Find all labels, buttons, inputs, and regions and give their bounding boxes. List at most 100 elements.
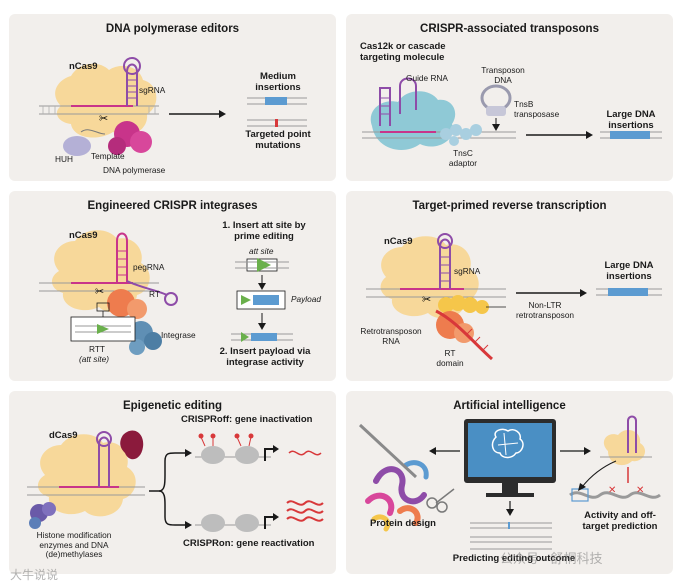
- sgrna-label: sgRNA: [139, 85, 166, 95]
- nonltr-label: Non-LTR retrotransposon: [515, 300, 575, 320]
- large-insertion-dna: [600, 131, 662, 139]
- target-dna: [569, 491, 661, 499]
- dcas9-label: dCas9: [49, 430, 78, 441]
- off-target-x-icon: ✕: [636, 485, 644, 496]
- integrated-payload-dna: [241, 332, 249, 342]
- activity-label: Activity and off-target prediction: [582, 510, 658, 532]
- large-insertions-label: Large DNA insertions: [606, 109, 656, 131]
- scissors-icon: ✂: [95, 285, 104, 298]
- retrotransposon-rna: [435, 309, 494, 361]
- protein-design-label: Protein design: [370, 518, 436, 529]
- panel-title: Engineered CRISPR integrases: [87, 200, 258, 212]
- ncas9-label: nCas9: [384, 236, 413, 247]
- panel-epigenetic-editing: Epigenetic editing: [9, 391, 336, 574]
- editing-outcome-dna: [470, 522, 552, 550]
- panel-title: DNA polymerase editors: [105, 23, 240, 35]
- ai-illustration: ✕ ✕: [358, 415, 661, 550]
- medium-insertion-dna: [247, 97, 307, 105]
- predicting-label: Predicting editing outcome: [452, 553, 576, 564]
- arrow-icon: [258, 283, 266, 290]
- panel-title: Artificial intelligence: [453, 400, 566, 412]
- template-label: Template: [91, 151, 125, 161]
- transposon-illustration: [362, 77, 662, 150]
- panel-crispr-associated-transposons: CRISPR-associated transposons Cas12k or …: [346, 14, 673, 181]
- sgrna-label: sgRNA: [454, 266, 481, 276]
- effector-enzyme: [120, 430, 144, 460]
- histone-modification-enzymes: [29, 502, 56, 529]
- arrow-icon: [429, 447, 436, 455]
- point-mutation-dna: [247, 119, 307, 127]
- att-site-paren-label: (att site): [79, 354, 109, 364]
- low-transcription-rna: [288, 450, 322, 456]
- histone-label: Histone modification enzymes and DNA (de…: [36, 530, 112, 560]
- crispron-nucleosomes: [195, 513, 279, 532]
- pegrna: [116, 232, 128, 283]
- integrase-label: Integrase: [161, 330, 196, 340]
- ncas9-protein: [55, 63, 157, 138]
- ncas9-label: nCas9: [69, 230, 98, 241]
- tnsb-label: TnsB transposase: [514, 99, 560, 119]
- crispron-label: CRISPRon: gene reactivation: [183, 538, 315, 549]
- targeted-point-mutations-label: Targeted point mutations: [245, 129, 311, 151]
- arrow-icon: [506, 509, 514, 516]
- pegrna-label: pegRNA: [133, 262, 165, 272]
- watermark-right: 公众号 · 舒桐科技: [500, 551, 603, 566]
- integrase-illustration: ✂: [39, 230, 293, 355]
- rt-domain-label: RT domain: [436, 348, 464, 368]
- huh-protein: [63, 136, 91, 156]
- tprt-illustration: ✂: [366, 233, 662, 361]
- panel-title: Target-primed reverse transcription: [412, 200, 607, 212]
- off-target-x-icon: ✕: [608, 485, 616, 496]
- non-ltr-retrotransposon: [438, 295, 489, 314]
- arrow-icon: [185, 449, 192, 457]
- att-site-label: att site: [249, 246, 274, 256]
- guide-rna-label: Guide RNA: [406, 73, 448, 83]
- pipette-icon: [358, 423, 418, 479]
- payload-label: Payload: [291, 294, 321, 304]
- arrow-icon: [185, 521, 192, 529]
- high-transcription-rna: [286, 500, 324, 522]
- step1-label: 1. Insert att site by prime editing: [222, 220, 306, 242]
- guide-rna: [379, 87, 391, 126]
- panel-target-primed-reverse-transcription: Target-primed reverse transcription ✂: [346, 191, 673, 381]
- ncas9-label: nCas9: [69, 61, 98, 72]
- panel-artificial-intelligence: Artificial intelligence: [346, 391, 673, 574]
- cas-protein: [603, 429, 646, 466]
- rt-label: RT: [149, 289, 160, 299]
- medium-insertions-label: Medium insertions: [255, 71, 301, 93]
- panel-title: Epigenetic editing: [122, 400, 223, 412]
- cas12k-protein: [370, 91, 456, 150]
- panel-title: CRISPR-associated transposons: [420, 23, 599, 35]
- arrow-icon: [584, 447, 591, 455]
- retrotransposon-rna-label: Retrotransposon RNA: [360, 326, 422, 346]
- crisproff-label: CRISPRoff: gene inactivation: [181, 414, 313, 425]
- tnsc-adaptor: [440, 124, 482, 146]
- watermark-left: 大牛说说: [10, 568, 59, 582]
- epigenetic-illustration: [27, 430, 324, 532]
- step2-label: 2. Insert payload via integrase activity: [219, 346, 311, 368]
- protein-structure: [365, 460, 429, 532]
- scissors-icon: ✂: [422, 293, 431, 306]
- crisproff-nucleosomes: [195, 433, 279, 464]
- rtt-label: RTT: [89, 344, 105, 354]
- transposon-dna-label: Transposon DNA: [481, 65, 525, 85]
- arrow-icon: [219, 110, 226, 118]
- arrow-icon: [578, 483, 586, 491]
- arrow-icon: [492, 124, 500, 131]
- arrow-icon: [258, 323, 266, 330]
- cas12k-label: Cas12k or cascade targeting molecule: [360, 41, 446, 63]
- scissors-icon: [426, 497, 438, 509]
- dcas9-protein: [37, 434, 136, 517]
- large-insertion-dna: [596, 288, 662, 296]
- arrow-icon: [580, 289, 587, 297]
- arrow-icon: [586, 131, 593, 139]
- panel-dna-polymerase-editors: DNA polymerase editors ✂: [9, 14, 336, 181]
- brain-icon: [491, 428, 524, 459]
- large-insertions-label: Large DNA insertions: [604, 260, 654, 282]
- scissors-icon: ✂: [99, 112, 108, 125]
- tnsc-label: TnsC adaptor: [448, 148, 478, 168]
- dna-polymerase-label: DNA polymerase: [103, 165, 166, 175]
- huh-label: HUH: [55, 154, 73, 164]
- panel-engineered-crispr-integrases: Engineered CRISPR integrases ✂: [9, 191, 336, 381]
- dna-polymerase-editor-illustration: ✂: [39, 57, 307, 156]
